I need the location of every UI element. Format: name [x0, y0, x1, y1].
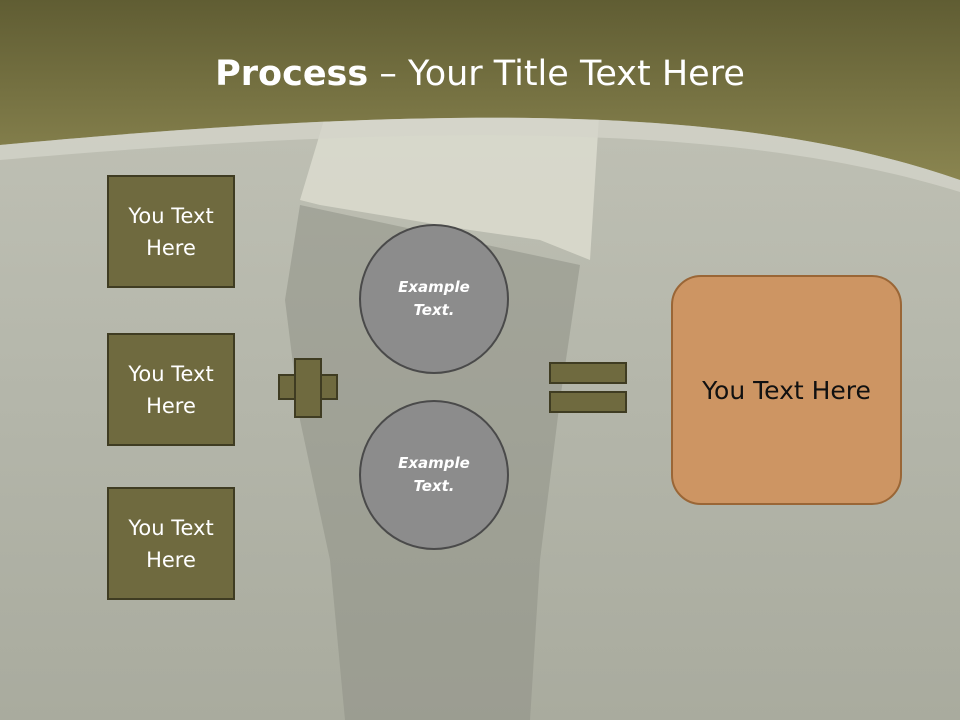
- input-box-1: You Text Here: [107, 175, 235, 288]
- example-circle-1-label: Example Text.: [398, 278, 470, 319]
- example-circle-2-label: Example Text.: [398, 454, 470, 495]
- slide-title: Process – Your Title Text Here: [0, 50, 960, 98]
- equals-icon-top-bar: [549, 362, 627, 384]
- example-circle-1: Example Text.: [359, 224, 509, 374]
- input-box-1-label: You Text Here: [128, 203, 214, 260]
- input-box-3: You Text Here: [107, 487, 235, 600]
- input-box-2-label: You Text Here: [128, 361, 214, 418]
- input-box-2: You Text Here: [107, 333, 235, 446]
- plus-icon-center: [296, 376, 320, 398]
- title-bold: Process: [215, 54, 369, 94]
- title-rest: – Your Title Text Here: [368, 54, 745, 94]
- result-box: You Text Here: [671, 275, 902, 505]
- example-circle-2: Example Text.: [359, 400, 509, 550]
- equals-icon-bottom-bar: [549, 391, 627, 413]
- input-box-3-label: You Text Here: [128, 515, 214, 572]
- result-box-label: You Text Here: [702, 375, 871, 405]
